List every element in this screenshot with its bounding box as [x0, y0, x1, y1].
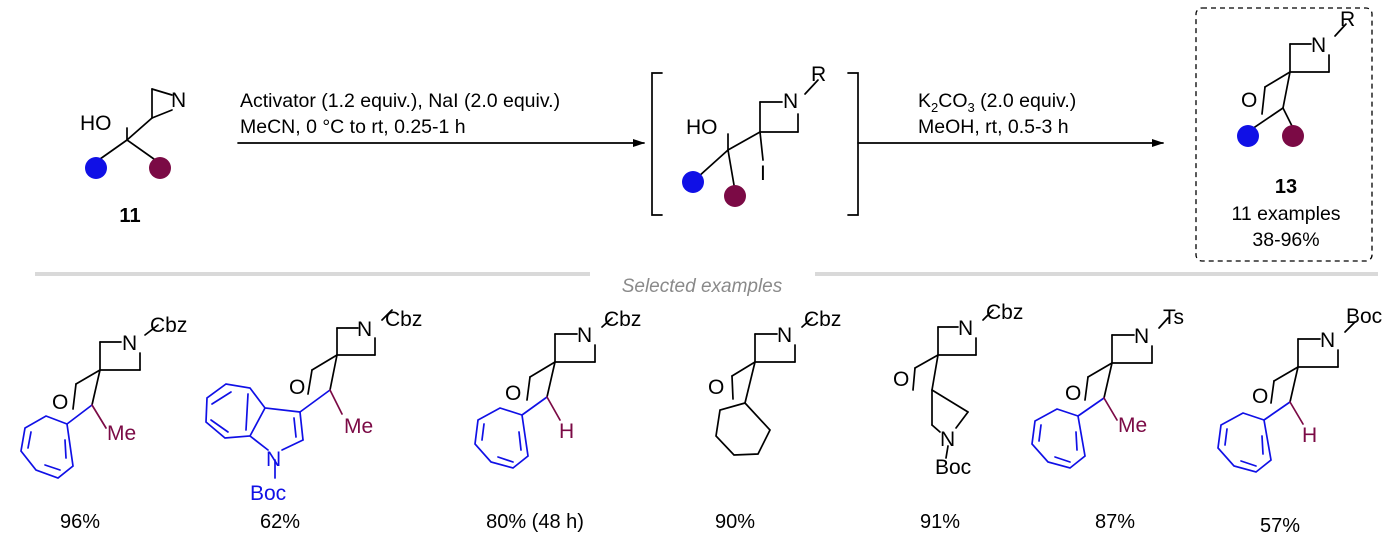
example-3: O N Cbz H 80% (48 h): [474, 308, 641, 533]
example-3-second-label: H: [559, 420, 574, 443]
step-1-arrow: Activator (1.2 equiv.), NaI (2.0 equiv.)…: [237, 90, 645, 147]
intermediate: HO N R I: [651, 63, 859, 216]
example-4: O N Cbz 90%: [708, 308, 841, 533]
section-divider: Selected examples: [35, 272, 1378, 297]
example-6-pg-label: Ts: [1163, 306, 1184, 329]
example-5-yield: 91%: [920, 511, 960, 533]
example-6: O N Ts Me 87%: [1031, 306, 1184, 533]
step-2-conditions-line2: MeOH, rt, 0.5-3 h: [918, 116, 1069, 138]
example-1-yield: 96%: [60, 511, 100, 533]
example-6-second-label: Me: [1118, 414, 1147, 437]
example-6-yield: 87%: [1095, 511, 1135, 533]
example-2-indole-n-label: N: [266, 448, 281, 471]
product-box: [1195, 7, 1373, 262]
example-5-bottom-pg-label: Boc: [935, 456, 971, 479]
compound-label-13: 13: [1275, 176, 1297, 198]
example-2-n-label: N: [357, 318, 372, 341]
example-5-bottom-n-label: N: [940, 428, 955, 451]
example-4-yield: 90%: [715, 511, 755, 533]
step-1-conditions-line1: Activator (1.2 equiv.), NaI (2.0 equiv.): [240, 90, 560, 112]
product-blue-dot: [1237, 125, 1259, 147]
intermediate-n-label: N: [783, 90, 798, 113]
example-3-yield: 80% (48 h): [486, 511, 584, 533]
example-2-yield: 62%: [260, 511, 300, 533]
yield-range: 38-96%: [1252, 229, 1319, 251]
example-3-pg-label: Cbz: [604, 308, 641, 331]
example-4-pg-label: Cbz: [804, 308, 841, 331]
example-7-o-label: O: [1252, 385, 1268, 408]
product-purple-dot: [1282, 125, 1304, 147]
example-5-o-label: O: [893, 368, 909, 391]
example-3-o-label: O: [505, 382, 521, 405]
example-1-n-label: N: [122, 332, 137, 355]
product-r-label: R: [1340, 8, 1355, 31]
step-1-conditions-line2: MeCN, 0 °C to rt, 0.25-1 h: [240, 116, 466, 138]
intermediate-r-label: R: [811, 63, 826, 86]
product-n-label: N: [1311, 34, 1326, 57]
example-6-n-label: N: [1134, 325, 1149, 348]
example-2-second-label: Me: [344, 415, 373, 438]
example-2-pg-label: Cbz: [385, 308, 422, 331]
example-4-o-label: O: [708, 376, 724, 399]
example-2-indole-pg-label: Boc: [250, 482, 286, 505]
example-2-o-label: O: [289, 376, 305, 399]
example-5: O N Cbz N Boc 91%: [893, 301, 1023, 533]
example-1-second-label: Me: [107, 422, 136, 445]
example-1-o-label: O: [52, 391, 68, 414]
product-o-label: O: [1241, 89, 1257, 112]
example-7-pg-label: Boc: [1346, 305, 1382, 328]
intermediate-purple-dot: [724, 185, 746, 207]
aziridine-n-label: N: [171, 89, 186, 112]
iodide-label: I: [760, 162, 766, 185]
blue-substituent-dot: [85, 157, 107, 179]
purple-substituent-dot: [149, 157, 171, 179]
example-1-pg-label: Cbz: [150, 314, 187, 337]
example-7-second-label: H: [1302, 424, 1317, 447]
selected-examples-heading: Selected examples: [622, 276, 783, 297]
step-2-reagent: K2CO3 (2.0 equiv.): [918, 90, 1076, 115]
example-3-n-label: N: [577, 324, 592, 347]
example-2: N Boc O N Cbz Me 62%: [205, 308, 422, 533]
intermediate-hydroxyl-label: HO: [686, 116, 718, 139]
starting-material-11: HO N 11: [80, 88, 186, 227]
example-7-yield: 57%: [1260, 515, 1300, 537]
example-7-n-label: N: [1320, 329, 1335, 352]
example-7: O N Boc H 57%: [1217, 305, 1382, 537]
example-1: O N Cbz Me 96%: [20, 314, 187, 533]
example-5-pg-label: Cbz: [986, 301, 1023, 324]
example-5-n-label: N: [958, 317, 973, 340]
product-13: O N R 13 11 examples 38-96%: [1195, 7, 1373, 262]
hydroxyl-label: HO: [80, 112, 112, 135]
compound-label-11: 11: [119, 205, 140, 227]
step-2-arrow: K2CO3 (2.0 equiv.) MeOH, rt, 0.5-3 h: [857, 90, 1164, 147]
examples-count: 11 examples: [1231, 203, 1340, 225]
example-6-o-label: O: [1065, 382, 1081, 405]
example-4-n-label: N: [777, 324, 792, 347]
intermediate-blue-dot: [682, 171, 704, 193]
